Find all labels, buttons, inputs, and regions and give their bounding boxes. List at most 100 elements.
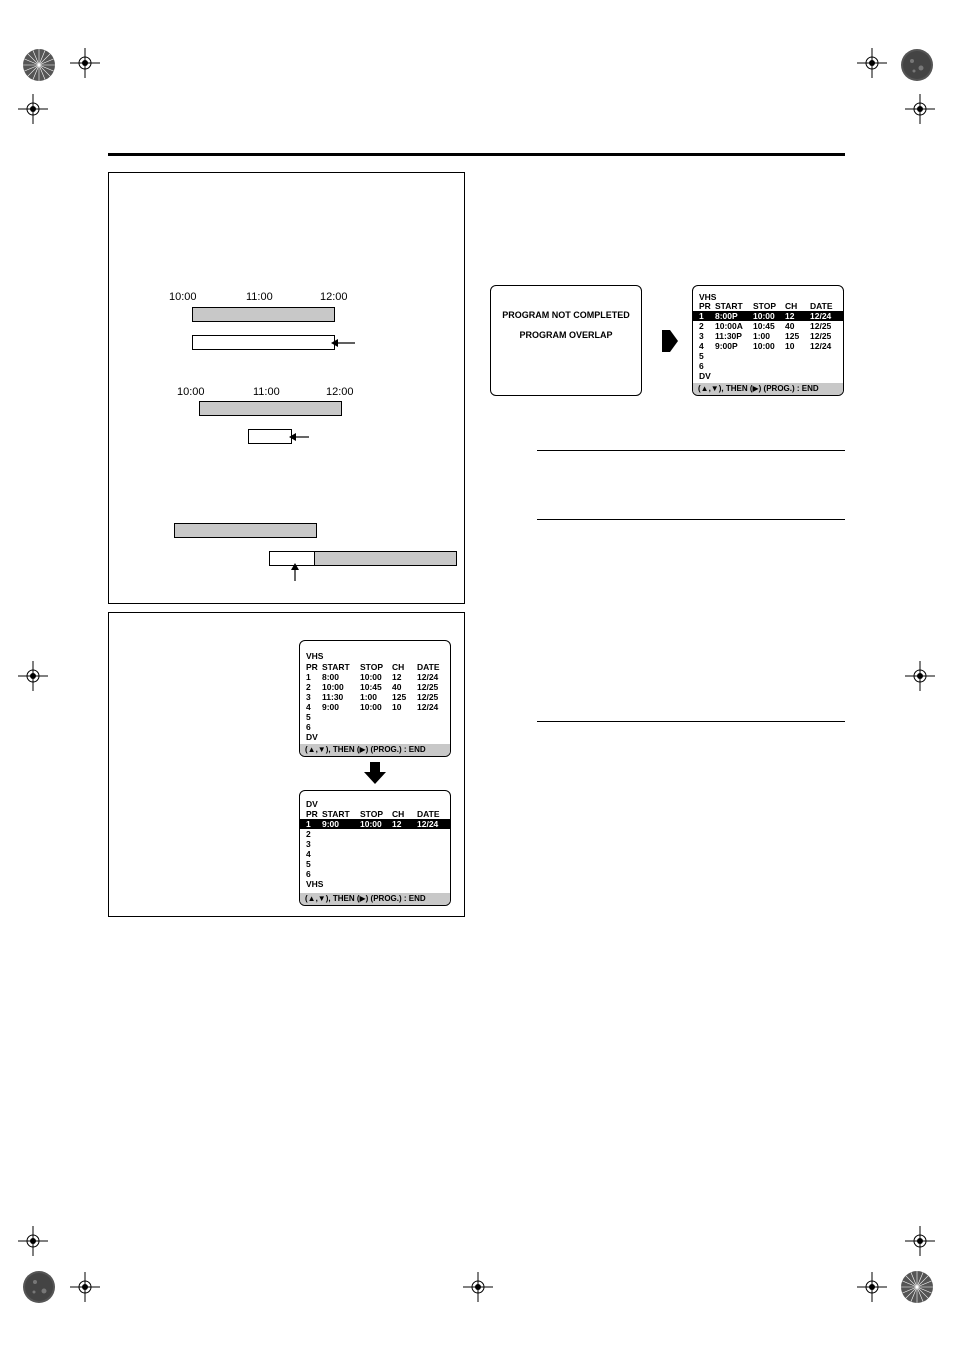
timeline-2-tick-3: 12:00 (326, 386, 354, 398)
screen-footer: (▲,▼), THEN (▶) (PROG.) : END (300, 744, 450, 756)
row-pr: 5 (306, 712, 311, 722)
row-ch: 12 (785, 311, 795, 321)
row-pr: 3 (306, 839, 311, 849)
program-bar-new (248, 429, 292, 444)
row-pr: 6 (699, 361, 704, 371)
row-start: 8:00P (715, 311, 738, 321)
row-pr: 4 (306, 702, 311, 712)
row-start: 10:00A (715, 321, 743, 331)
program-row[interactable]: 4 (300, 849, 450, 859)
program-bar-existing (199, 401, 342, 416)
header-rule (108, 153, 845, 156)
row-ch: 10 (392, 702, 402, 712)
crosshair-registration-icon (70, 48, 100, 78)
row-stop: 10:00 (360, 702, 382, 712)
program-row[interactable]: DV (300, 732, 450, 742)
crosshair-registration-icon (857, 48, 887, 78)
program-row[interactable]: 5 (300, 859, 450, 869)
row-pr: 4 (306, 849, 311, 859)
timeline-2-tick-1: 10:00 (177, 386, 205, 398)
program-row[interactable]: 1 8:00P 10:00 12 12/24 (693, 311, 843, 321)
row-pr: DV (306, 732, 318, 742)
program-row[interactable]: 6 (300, 722, 450, 732)
header-ch: CH (785, 301, 798, 311)
program-row[interactable]: 6 (693, 361, 843, 371)
program-row[interactable]: 5 (300, 712, 450, 722)
program-row[interactable]: 2 (300, 829, 450, 839)
program-row[interactable]: 3 (300, 839, 450, 849)
error-message-line-2: PROGRAM OVERLAP (519, 330, 613, 340)
row-date: 12/24 (810, 311, 832, 321)
row-date: 12/24 (810, 341, 832, 351)
screen-title: VHS (306, 651, 324, 661)
screen-footer: (▲,▼), THEN (▶) (PROG.) : END (693, 383, 843, 395)
row-stop: 10:00 (753, 311, 775, 321)
row-start: 9:00 (322, 702, 340, 712)
header-start: START (715, 301, 743, 311)
program-bar-existing (174, 523, 317, 538)
row-date: 12/25 (810, 321, 832, 331)
screen-title: VHS (699, 292, 717, 302)
crosshair-registration-icon (18, 94, 48, 124)
program-row[interactable]: DV (693, 371, 843, 381)
arrow-left-icon (331, 339, 355, 347)
crosshair-registration-icon (857, 1272, 887, 1302)
screen-title: DV (306, 799, 318, 809)
program-bar-existing (192, 307, 335, 322)
section-divider (537, 450, 845, 451)
arrow-left-icon (289, 433, 309, 441)
header-date: DATE (417, 809, 440, 819)
overlap-diagram-panel: 10:00 11:00 12:00 10:00 11:00 12:00 (108, 172, 465, 604)
arrow-down-icon (364, 762, 386, 784)
header-stop: STOP (360, 662, 383, 672)
row-date: 12/24 (417, 819, 439, 829)
row-ch: 12 (392, 672, 402, 682)
printer-rosette-icon (22, 1270, 56, 1304)
row-ch: 10 (785, 341, 795, 351)
program-row[interactable]: VHS (300, 879, 450, 889)
header-pr: PR (306, 809, 318, 819)
section-divider (537, 721, 845, 722)
row-stop: 10:00 (360, 672, 382, 682)
row-pr: 1 (699, 311, 704, 321)
row-pr: VHS (306, 879, 324, 889)
column-headers: PR START STOP CH DATE (300, 662, 450, 672)
row-pr: 3 (306, 692, 311, 702)
program-row[interactable]: 5 (693, 351, 843, 361)
section-divider (537, 519, 845, 520)
header-pr: PR (306, 662, 318, 672)
header-date: DATE (417, 662, 440, 672)
header-ch: CH (392, 662, 405, 672)
row-stop: 10:45 (753, 321, 775, 331)
row-date: 12/25 (810, 331, 832, 341)
row-pr: 5 (306, 859, 311, 869)
timeline-2-tick-2: 11:00 (253, 386, 280, 398)
row-stop: 10:45 (360, 682, 382, 692)
crosshair-registration-icon (905, 661, 935, 691)
row-stop: 10:00 (360, 819, 382, 829)
row-start: 9:00 (322, 819, 340, 829)
timeline-1-tick-1: 10:00 (169, 291, 197, 303)
program-bar-continuation (314, 551, 457, 566)
column-headers: PR START STOP CH DATE (300, 809, 450, 819)
crosshair-registration-icon (70, 1272, 100, 1302)
arrow-right-icon (662, 330, 678, 352)
program-bar-new (192, 335, 335, 350)
row-pr: 5 (699, 351, 704, 361)
header-start: START (322, 809, 350, 819)
row-start: 9:00P (715, 341, 738, 351)
row-start: 10:00 (322, 682, 344, 692)
row-pr: 2 (306, 829, 311, 839)
program-row[interactable]: 6 (300, 869, 450, 879)
row-date: 12/25 (417, 692, 439, 702)
row-stop: 1:00 (753, 331, 771, 341)
